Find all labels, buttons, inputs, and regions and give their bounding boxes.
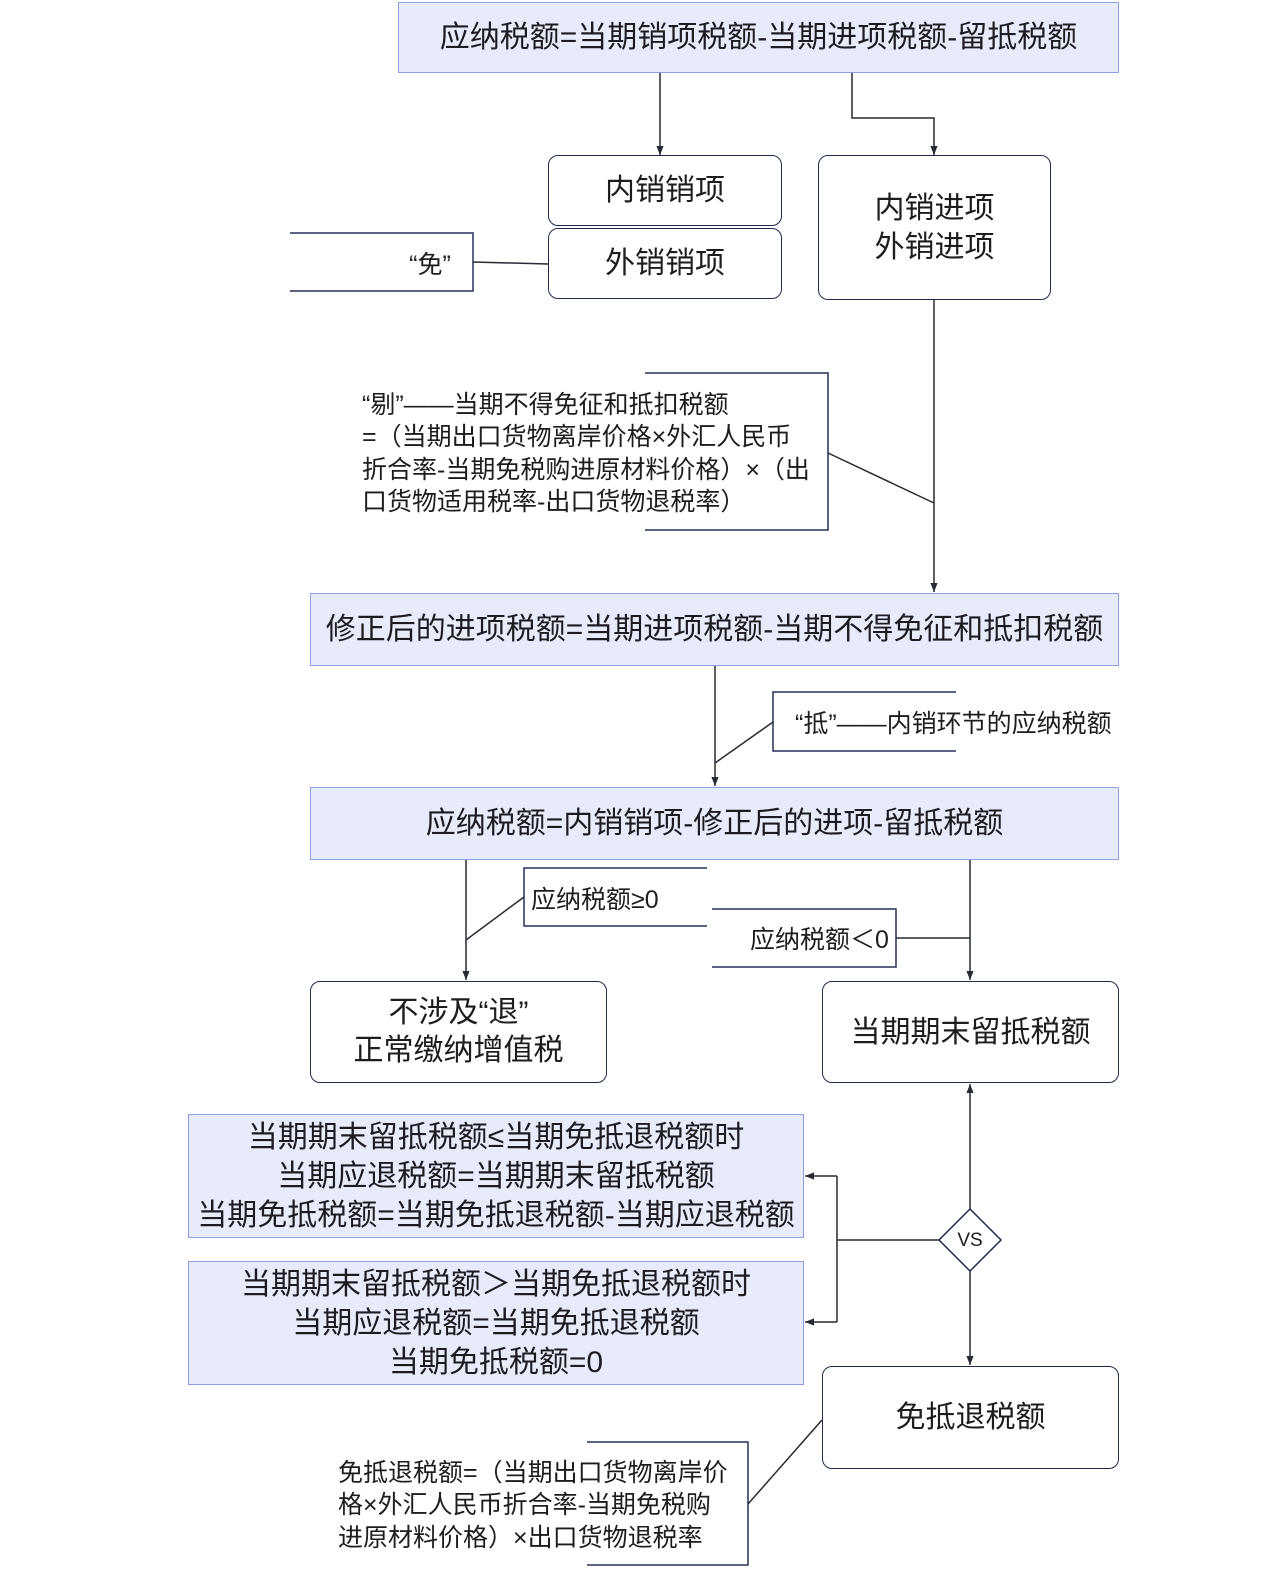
exempt-credit-refund-text: 免抵退税额 bbox=[895, 1401, 1046, 1434]
eliminate-note-line: =（当期出口货物离岸价格×外汇人民币 bbox=[362, 423, 792, 452]
connector-refund-formula-note bbox=[747, 1419, 823, 1505]
case-le-line: 当期期末留抵税额≤当期免抵退税额时 bbox=[247, 1120, 745, 1154]
adjusted-input-formula-box: 修正后的进项税额=当期进项税额-当期不得免征和抵扣税额 bbox=[310, 593, 1119, 666]
no-refund-line: 不涉及“退” bbox=[388, 996, 529, 1029]
connector-exempt-note bbox=[472, 261, 549, 265]
refund-formula-line: 格×外汇人民币折合率-当期免税购 bbox=[338, 1491, 711, 1520]
input-tax-line: 内销进项 bbox=[874, 191, 995, 225]
adjusted-input-formula-text: 修正后的进项税额=当期进项税额-当期不得免征和抵扣税额 bbox=[325, 613, 1104, 646]
condition-nonnegative-note: 应纳税额≥0 bbox=[531, 885, 659, 914]
no-refund-line: 正常缴纳增值税 bbox=[353, 1034, 564, 1067]
refund-formula-line: 进原材料价格）×出口货物退税率 bbox=[338, 1523, 703, 1552]
bracket-eliminate-note bbox=[645, 372, 829, 531]
case-gt-line: 当期应退税额=当期免抵退税额 bbox=[292, 1306, 700, 1340]
input-tax-line: 外销进项 bbox=[874, 230, 995, 264]
input-tax-box: 内销进项 外销进项 bbox=[818, 155, 1051, 300]
case-le-line: 当期应退税额=当期期末留抵税额 bbox=[277, 1159, 715, 1193]
refund-formula-line: 免抵退税额=（当期出口货物离岸价 bbox=[338, 1458, 728, 1487]
case-credit-le-refund-box: 当期期末留抵税额≤当期免抵退税额时 当期应退税额=当期期末留抵税额 当期免抵税额… bbox=[188, 1114, 804, 1238]
connector-credit-note bbox=[714, 721, 774, 764]
condition-negative-note: 应纳税额＜0 bbox=[750, 925, 889, 954]
credit-note: “抵”——内销环节的应纳税额 bbox=[795, 709, 1112, 738]
ending-credit-text: 当期期末留抵税额 bbox=[850, 1015, 1091, 1049]
export-output-text: 外销销项 bbox=[605, 247, 725, 280]
connector-nonnegative-note bbox=[465, 896, 525, 941]
eliminate-note: “剔”——当期不得免征和抵扣税额 =（当期出口货物离岸价格×外汇人民币 折合率-… bbox=[362, 389, 810, 519]
top-formula-text: 应纳税额=当期销项税额-当期进项税额-留抵税额 bbox=[439, 21, 1078, 54]
connector-eliminate-note bbox=[827, 452, 935, 504]
compare-diamond bbox=[937, 1207, 1003, 1273]
payable-formula-box: 应纳税额=内销销项-修正后的进项-留抵税额 bbox=[310, 787, 1119, 860]
compare-label: VS bbox=[957, 1230, 983, 1251]
case-gt-line: 当期期末留抵税额＞当期免抵退税额时 bbox=[241, 1267, 751, 1301]
top-formula-box: 应纳税额=当期销项税额-当期进项税额-留抵税额 bbox=[398, 2, 1119, 73]
refund-formula-note: 免抵退税额=（当期出口货物离岸价 格×外汇人民币折合率-当期免税购 进原材料价格… bbox=[338, 1457, 728, 1555]
exempt-note: “免” bbox=[409, 250, 451, 279]
export-output-box: 外销销项 bbox=[548, 228, 782, 299]
case-gt-line: 当期免抵税额=0 bbox=[388, 1345, 604, 1379]
eliminate-note-line: 口货物适用税率-出口货物退税率） bbox=[362, 488, 746, 517]
bracket-credit-note bbox=[772, 691, 956, 752]
payable-formula-text: 应纳税额=内销销项-修正后的进项-留抵税额 bbox=[425, 807, 1004, 840]
case-le-line: 当期免抵税额=当期免抵退税额-当期应退税额 bbox=[197, 1198, 795, 1232]
exempt-credit-refund-box: 免抵退税额 bbox=[822, 1366, 1119, 1469]
ending-credit-box: 当期期末留抵税额 bbox=[822, 981, 1119, 1083]
domestic-output-text: 内销销项 bbox=[605, 174, 725, 207]
eliminate-note-line: 折合率-当期免税购进原材料价格）×（出 bbox=[362, 455, 810, 484]
arrow-top-to-input bbox=[851, 73, 938, 155]
case-credit-gt-refund-box: 当期期末留抵税额＞当期免抵退税额时 当期应退税额=当期免抵退税额 当期免抵税额=… bbox=[188, 1261, 804, 1385]
no-refund-box: 不涉及“退” 正常缴纳增值税 bbox=[310, 981, 607, 1083]
domestic-output-box: 内销销项 bbox=[548, 155, 782, 226]
eliminate-note-line: “剔”——当期不得免征和抵扣税额 bbox=[362, 390, 729, 419]
